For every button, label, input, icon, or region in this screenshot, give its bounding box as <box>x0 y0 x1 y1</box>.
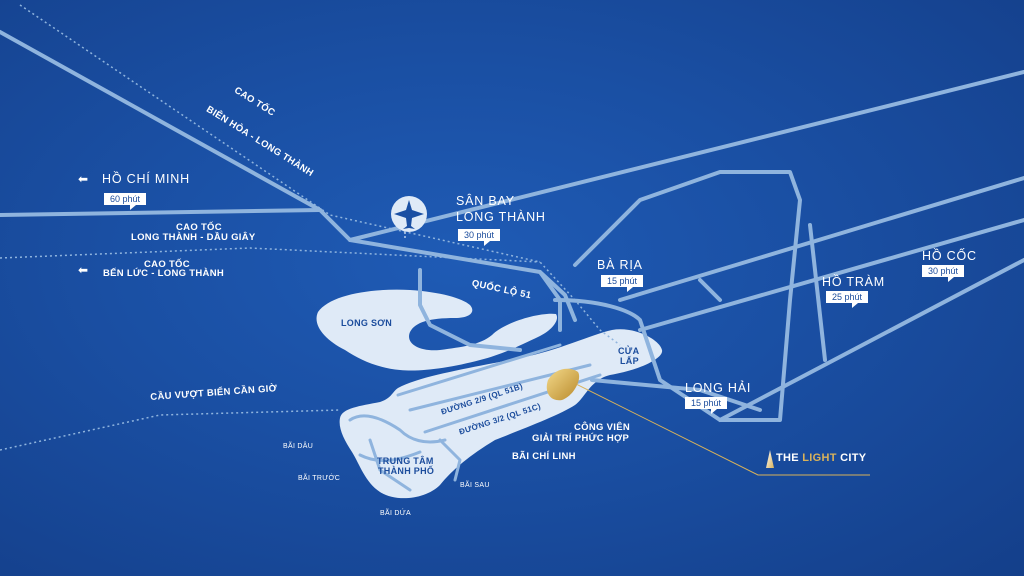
bai-sau-label: BÃI SAU <box>460 482 490 489</box>
land-long-son <box>316 289 558 371</box>
airplane-icon <box>391 196 427 240</box>
project-area-marker <box>546 368 580 401</box>
long-son-label: LONG SƠN <box>341 318 393 328</box>
trung-tam-label-2: THÀNH PHỐ <box>378 466 435 476</box>
left-arrow-icon: ⬅ <box>78 263 89 277</box>
ho-chi-minh-time: 60 phút <box>104 193 147 210</box>
cua-lap-label-1: CỬA <box>618 346 640 356</box>
cong-vien-label-1: CÔNG VIÊN <box>574 422 631 433</box>
dotted-routes <box>0 4 621 451</box>
san-bay-label: SÂN BAY <box>456 194 515 208</box>
trung-tam-label-1: TRUNG TÂM <box>377 456 434 466</box>
bai-truoc-label: BÃI TRƯỚC <box>298 475 341 482</box>
bai-dua-label: BÃI DỨA <box>380 510 412 517</box>
long-thanh-label: LONG THÀNH <box>456 210 546 224</box>
tower-logo-icon <box>766 450 774 468</box>
leader-line <box>567 379 870 476</box>
ho-tram-time: 25 phút <box>826 291 869 308</box>
ba-ria-label: BÀ RỊA <box>597 258 643 272</box>
brand-part-the: THE <box>776 452 803 464</box>
long-hai-label: LONG HẢI <box>685 381 752 395</box>
bai-dau-label: BÃI DÂU <box>283 443 314 450</box>
long-thanh-dau-giay-label-1: CAO TỐC <box>176 222 222 233</box>
ho-coc-time: 30 phút <box>922 265 965 282</box>
highways <box>0 30 1024 422</box>
ben-luc-label-2: BẾN LỨC - LONG THÀNH <box>103 268 225 279</box>
san-bay-time: 30 phút <box>458 229 501 246</box>
brand-part-city: CITY <box>836 452 867 464</box>
long-thanh-dau-giay-label-2: LONG THÀNH - DẦU GIÂY <box>131 232 256 243</box>
brand-part-light: LIGHT <box>802 452 837 464</box>
ho-chi-minh-label: HỒ CHÍ MINH <box>102 172 190 186</box>
land-vung-tau <box>339 329 663 499</box>
cong-vien-label-2: GIẢI TRÍ PHỨC HỢP <box>532 433 630 444</box>
ben-luc-label-1: CAO TỐC <box>144 259 190 270</box>
left-arrow-icon: ⬅ <box>78 172 89 186</box>
ba-ria-time: 15 phút <box>601 275 644 292</box>
bai-chi-linh-label: BÃI CHÍ LINH <box>512 451 576 462</box>
ho-coc-label: HỒ CỐC <box>922 249 977 263</box>
long-hai-time: 15 phút <box>685 397 728 414</box>
brand-logo: THE LIGHT CITY <box>760 452 866 464</box>
brand-name: THE LIGHT CITY <box>776 452 866 464</box>
ho-tram-label: HỒ TRÀM <box>822 275 886 289</box>
cua-lap-label-2: LẤP <box>620 356 639 366</box>
